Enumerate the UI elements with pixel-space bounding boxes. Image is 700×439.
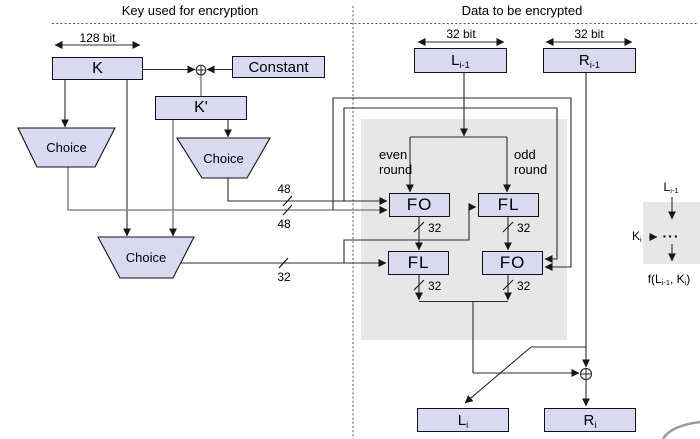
key-width-label: 128 bit (79, 31, 116, 45)
fl-top-label: FL (497, 195, 520, 214)
even-round-label: even round (379, 147, 413, 177)
xor-icon (579, 367, 593, 381)
choice-trapezoids (17, 127, 271, 279)
bus-32-key-label: 32 (277, 269, 291, 284)
constant-box: Constant (232, 56, 325, 78)
constant-box-label: Constant (248, 58, 309, 76)
mini-input-label: Li-1 (663, 179, 679, 195)
mini-diagram-arrows (649, 197, 676, 262)
key-prime-box-label: K' (194, 99, 208, 116)
key-box-label: K (92, 59, 103, 77)
bus-32-fo-bottom-label: 32 (517, 279, 531, 293)
r-prev-width-label: 32 bit (574, 27, 604, 41)
bus-slash-marks (278, 195, 514, 291)
choice-3-shape (97, 236, 195, 279)
choice-2-shape (176, 137, 271, 179)
l-next-box: Li (417, 408, 509, 432)
r-next-box: Ri (544, 408, 636, 432)
mini-key-label: Ki (632, 229, 642, 245)
left-section-title: Key used for encryption (121, 3, 259, 18)
round-function-panel (361, 119, 567, 340)
key-prime-box: K' (155, 96, 247, 120)
l-prev-label: Li-1 (451, 52, 470, 70)
bus-32-fl-bottom-label: 32 (428, 279, 442, 293)
bit-width-arrows (54, 38, 633, 49)
choice-1-shape (17, 127, 116, 168)
fl-top-box: FL (478, 193, 539, 217)
data-path-wires (406, 73, 590, 407)
choice-2-label: Choice (203, 151, 244, 166)
fl-bottom-label: FL (407, 253, 430, 272)
l-next-label: Li (457, 411, 469, 430)
bus-48-upper-label: 48 (277, 181, 291, 196)
r-next-label: Ri (583, 411, 597, 430)
fl-bottom-box: FL (388, 251, 449, 275)
l-prev-box: Li-1 (414, 48, 507, 73)
xor-icon (195, 64, 207, 76)
fo-bottom-box: FO (482, 251, 543, 275)
key-box: K (52, 57, 143, 80)
l-prev-width-label: 32 bit (446, 27, 476, 41)
right-section-title: Data to be encrypted (461, 3, 583, 18)
choice-3-label: Choice (125, 250, 167, 265)
bus-48-lower-label: 48 (277, 216, 291, 231)
odd-round-label: odd round (514, 147, 548, 177)
choice-1-label: Choice (46, 140, 87, 155)
bus-32-fl-top-label: 32 (517, 221, 531, 235)
fo-top-label: FO (406, 195, 433, 214)
corner-curl (661, 420, 700, 439)
r-prev-box: Ri-1 (543, 48, 636, 73)
key-schedule-wires (61, 65, 572, 271)
mini-dots-label: ··· (662, 228, 680, 244)
section-separators (52, 6, 698, 439)
r-prev-label: Ri-1 (578, 52, 601, 70)
bus-32-fo-top-label: 32 (428, 221, 442, 235)
fo-top-box: FO (389, 193, 450, 217)
fo-bottom-label: FO (499, 253, 526, 272)
mini-output-label: f(Li-1, Ki) (647, 272, 691, 288)
